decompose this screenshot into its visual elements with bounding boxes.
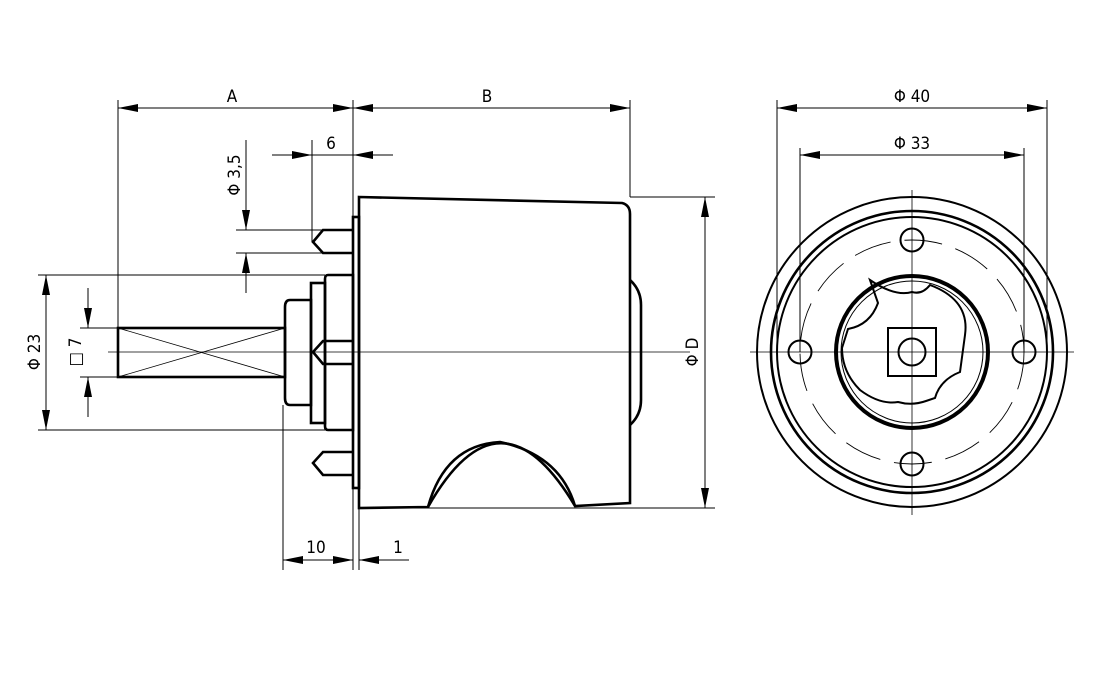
dimension-collar-diameter-label: Φ 23 bbox=[25, 334, 45, 370]
dimension-b-label: B bbox=[482, 87, 493, 107]
dimension-body-diameter-label: Φ D bbox=[683, 338, 703, 367]
shaft-flats bbox=[840, 277, 967, 405]
dimension-pin-diameter: Φ 3,5 bbox=[225, 140, 250, 293]
dimension-pin-diameter-label: Φ 3,5 bbox=[225, 154, 245, 195]
rear-cap bbox=[629, 279, 643, 426]
dimension-shaft-square: □ 7 bbox=[66, 288, 92, 417]
mounting-pins bbox=[311, 228, 353, 477]
collar bbox=[283, 273, 355, 432]
dimension-plate-thickness: 1 bbox=[359, 538, 409, 564]
housing-body bbox=[357, 195, 632, 510]
dimension-a-label: A bbox=[227, 87, 238, 107]
dimension-shaft-square-label: □ 7 bbox=[66, 337, 86, 366]
side-view: A B 6 Φ 3,5 Φ 23 □ 7 Φ D bbox=[25, 87, 715, 570]
dimension-b: B bbox=[353, 87, 630, 112]
bolt-circle bbox=[799, 239, 1025, 465]
bolt-holes bbox=[787, 227, 1037, 477]
dimension-pin-length: 6 bbox=[272, 134, 393, 159]
dimension-bolt-circle-label: Φ 33 bbox=[894, 134, 930, 154]
shaft bbox=[116, 326, 287, 379]
dimension-pin-length-label: 6 bbox=[326, 134, 336, 154]
front-view: Φ 40 Φ 33 bbox=[750, 87, 1074, 515]
shaft-square bbox=[887, 327, 937, 377]
dimension-a: A bbox=[118, 87, 353, 112]
dimension-collar-length-label: 10 bbox=[306, 538, 325, 558]
dimension-outer-diameter-label: Φ 40 bbox=[894, 87, 930, 107]
dimension-plate-thickness-label: 1 bbox=[393, 538, 403, 558]
dimension-collar-length: 10 bbox=[283, 538, 353, 564]
dimension-bolt-circle: Φ 33 bbox=[800, 134, 1024, 159]
dimension-collar-diameter: Φ 23 bbox=[25, 275, 50, 430]
dimension-outer-diameter: Φ 40 bbox=[777, 87, 1047, 112]
dimension-body-diameter: Φ D bbox=[683, 197, 709, 508]
